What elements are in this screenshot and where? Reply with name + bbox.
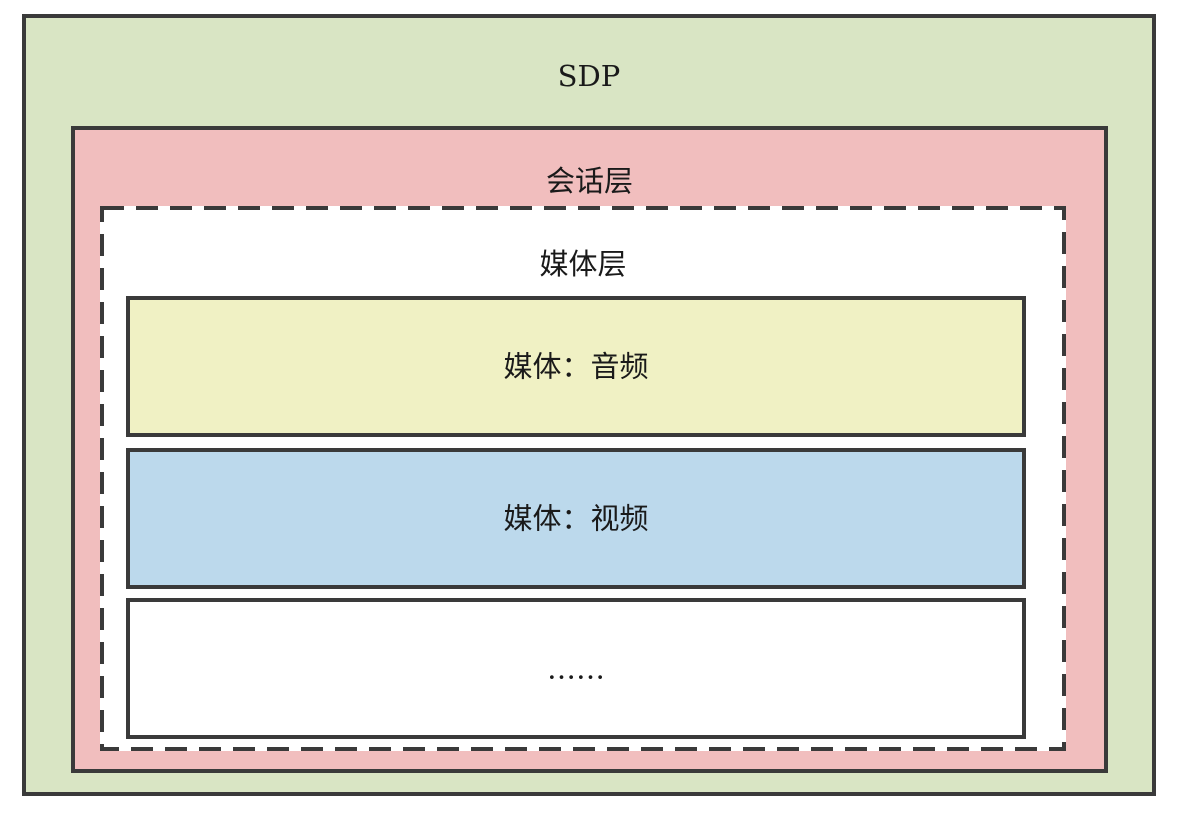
media-layer-label: 媒体层 <box>539 247 627 281</box>
media-audio-box: 媒体：音频 <box>126 296 1026 437</box>
sdp-label: SDP <box>557 59 621 93</box>
media-more-label: …… <box>547 651 605 685</box>
media-audio-label: 媒体：音频 <box>503 349 649 383</box>
media-more-box: …… <box>126 598 1026 739</box>
session-layer-label: 会话层 <box>545 164 633 198</box>
media-video-label: 媒体：视频 <box>503 501 649 535</box>
media-layer-dashed-border <box>100 206 1066 751</box>
media-video-box: 媒体：视频 <box>126 448 1026 589</box>
